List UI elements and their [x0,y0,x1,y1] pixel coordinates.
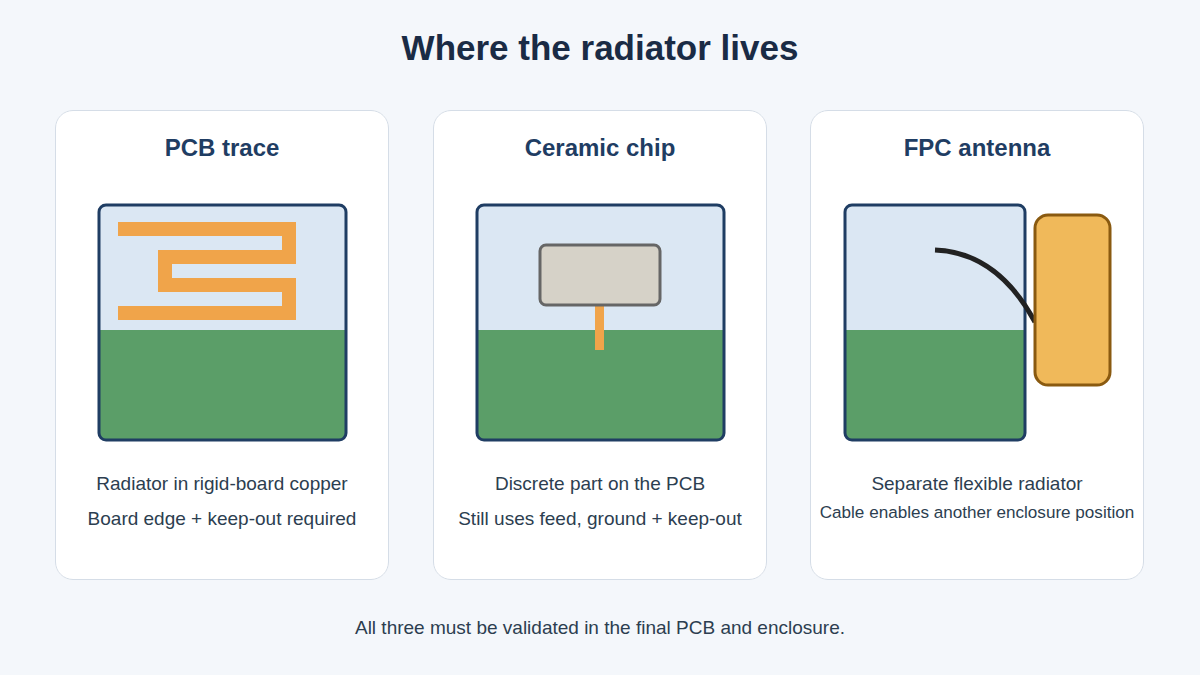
pcb-board [845,205,1110,440]
ceramic-chip [540,245,660,305]
card-note: Cable enables another enclosure position [811,501,1143,525]
card-ground [433,110,767,580]
card-heading: PCB trace [56,134,388,162]
antenna-card: PCB traceRadiator in rigid-board copperB… [55,110,389,580]
antenna-card: Ceramic chipDiscrete part on the PCBStil… [433,110,767,580]
fpc-cable [935,250,1035,322]
card-note: Radiator in rigid-board copper [56,466,388,501]
card-note: Still uses feed, ground + keep-out [434,501,766,536]
fpc-antenna [1035,215,1110,385]
meander-trace [118,229,289,313]
title: Where the radiator lives [0,28,1200,68]
pcb-board [477,205,724,440]
card-heading: FPC antenna [811,134,1143,162]
caption: All three must be validated in the final… [0,617,1200,639]
card-note: Separate flexible radiator [811,466,1143,501]
card-note: Discrete part on the PCB [434,466,766,501]
card-ground [55,110,389,580]
antenna-card: FPC antennaSeparate flexible radiatorCab… [810,110,1144,580]
card-heading: Ceramic chip [434,134,766,162]
pcb-board [99,205,346,440]
card-note: Board edge + keep-out required [56,501,388,536]
feed-line [595,304,604,350]
card-ground [810,110,1144,580]
